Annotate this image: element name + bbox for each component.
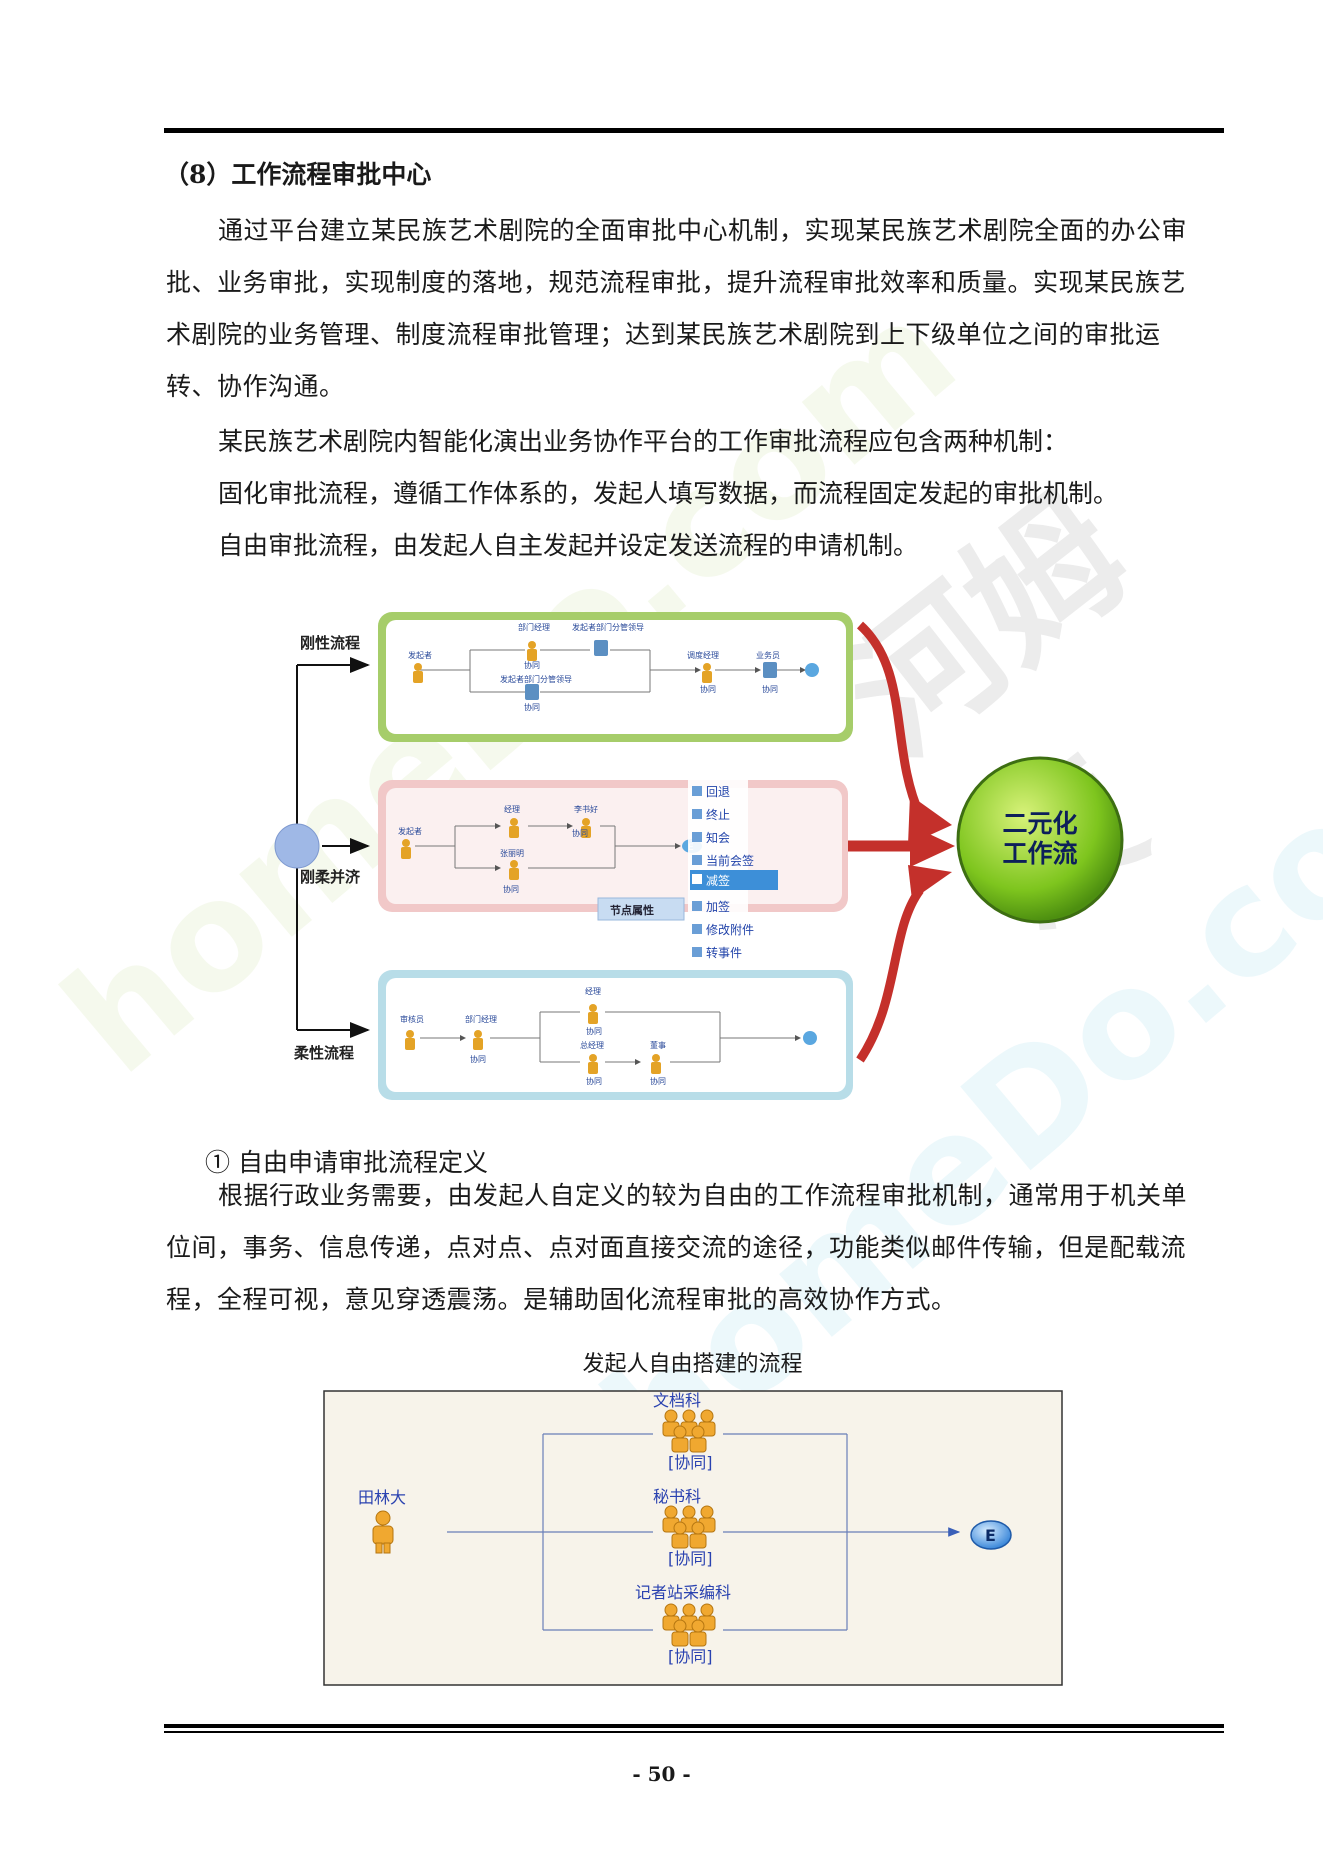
paragraph-4: 自由审批流程，由发起人自主发起并设定发送流程的申请机制。 <box>218 531 919 560</box>
rigid-node-4: 发起者部门分管领导 <box>500 674 572 684</box>
rigid-tag-1: 协同 <box>524 660 540 670</box>
menu-item-notify[interactable]: 知会 <box>706 831 730 845</box>
end-node-icon <box>970 1520 1012 1550</box>
group-tag-secretary: [协同] <box>668 1549 713 1568</box>
mixed-tag-1: 协同 <box>572 828 588 838</box>
group-icon-secretary <box>662 1505 716 1549</box>
menu-item-transfer[interactable]: 转事件 <box>706 945 742 960</box>
ball-label-line1: 二元化 <box>1002 809 1077 838</box>
page-number: - 50 - <box>632 1762 691 1786</box>
ball-label-line2: 工作流 <box>1002 839 1077 868</box>
menu-item-reduce-sign[interactable]: 减签 <box>706 873 730 888</box>
rigid-tag-4: 协同 <box>762 684 778 694</box>
figure2-caption: 发起人自由搭建的流程 <box>582 1352 803 1377</box>
flex-node-5: 董事 <box>650 1040 666 1050</box>
menu-item-rollback[interactable]: 回退 <box>706 785 730 799</box>
flex-node-2: 部门经理 <box>465 1014 497 1024</box>
start-node-circle <box>274 823 320 869</box>
mixed-tag-2: 协同 <box>503 884 519 894</box>
start-person-icon <box>372 1510 394 1554</box>
rigid-end-node <box>805 663 819 677</box>
flex-node-3: 经理 <box>585 986 601 996</box>
mixed-node-3: 李书好 <box>574 804 598 814</box>
flex-tag-2: 协同 <box>586 1026 602 1036</box>
paragraph-2: 某民族艺术剧院内智能化演出业务协作平台的工作审批流程应包含两种机制： <box>218 427 1069 456</box>
group-label-archive: 文档科 <box>653 1391 701 1410</box>
group-icon-archive <box>662 1409 716 1453</box>
mixed-node-1: 发起者 <box>398 826 422 836</box>
paragraph-5: 根据行政业务需要，由发起人自定义的较为自由的工作流程审批机制，通常用于机关单位间… <box>166 1181 1188 1314</box>
flex-panel: 审核员 部门经理 经理 总经理 董事 协同 协同 协同 协同 <box>378 970 853 1100</box>
menu-item-edit-attachment[interactable]: 修改附件 <box>706 922 754 937</box>
rigid-node-5: 调度经理 <box>687 650 719 660</box>
node-properties-popup[interactable]: 节点属性 <box>610 903 654 917</box>
flex-tag-4: 协同 <box>650 1076 666 1086</box>
menu-item-add-sign[interactable]: 加签 <box>706 899 730 914</box>
label-rigid: 刚性流程 <box>300 634 360 652</box>
rigid-node-3: 发起者部门分管领导 <box>572 622 644 632</box>
subsection-title: ① 自由申请审批流程定义 <box>205 1148 488 1177</box>
start-person-label: 田林大 <box>358 1488 406 1507</box>
rigid-tag-2: 协同 <box>524 702 540 712</box>
section-heading: （8）工作流程审批中心 <box>164 160 432 189</box>
top-rule <box>164 128 1224 133</box>
red-arrows <box>848 621 955 1063</box>
bottom-rule-thick <box>164 1724 1224 1728</box>
mixed-node-4: 张丽明 <box>500 849 524 858</box>
bottom-rule-thin <box>164 1731 1224 1733</box>
paragraph-1: 通过平台建立某民族艺术剧院的全面审批中心机制，实现某民族艺术剧院全面的办公审批、… <box>166 216 1188 401</box>
group-tag-archive: [协同] <box>668 1453 713 1472</box>
rigid-node-2: 部门经理 <box>518 622 550 632</box>
menu-item-terminate[interactable]: 终止 <box>706 807 730 822</box>
rigid-node-6: 业务员 <box>756 650 780 660</box>
flex-end-node <box>803 1031 817 1045</box>
flex-node-4: 总经理 <box>580 1040 604 1050</box>
flex-tag-3: 协同 <box>586 1076 602 1086</box>
flex-node-1: 审核员 <box>400 1014 424 1024</box>
rigid-panel: 发起者 部门经理 发起者部门分管领导 发起者部门分管领导 调度经理 业务员 协同… <box>378 612 853 742</box>
mixed-panel: 发起者 经理 李书好 张丽明 协同 协同 E <box>378 780 848 912</box>
group-tag-reporter: [协同] <box>668 1647 713 1666</box>
dual-workflow-ball <box>956 756 1124 924</box>
group-label-secretary: 秘书科 <box>653 1487 701 1506</box>
rigid-node-1: 发起者 <box>408 650 432 660</box>
dual-workflow-figure: 刚性流程 刚柔并济 柔性流程 <box>274 612 1124 1100</box>
context-menu: 回退 终止 知会 当前会签 减签 加签 修改附件 转事件 节点属性 <box>597 780 778 960</box>
group-label-reporter: 记者站采编科 <box>635 1583 731 1602</box>
flex-tag-1: 协同 <box>470 1054 486 1064</box>
mixed-node-2: 经理 <box>504 804 520 814</box>
free-flow-figure: 田林大 文档科 [协同] 秘书科 [协同] 记者站采编科 [协同] E <box>323 1390 1063 1686</box>
menu-item-current-sign[interactable]: 当前会签 <box>706 853 754 868</box>
rigid-tag-3: 协同 <box>700 684 716 694</box>
label-flex: 柔性流程 <box>294 1044 354 1062</box>
paragraph-3: 固化审批流程，遵循工作体系的，发起人填写数据，而流程固定发起的审批机制。 <box>218 479 1119 508</box>
group-icon-reporter <box>662 1603 716 1647</box>
end-node-label: E <box>985 1526 996 1545</box>
label-mixed: 刚柔并济 <box>300 868 361 886</box>
